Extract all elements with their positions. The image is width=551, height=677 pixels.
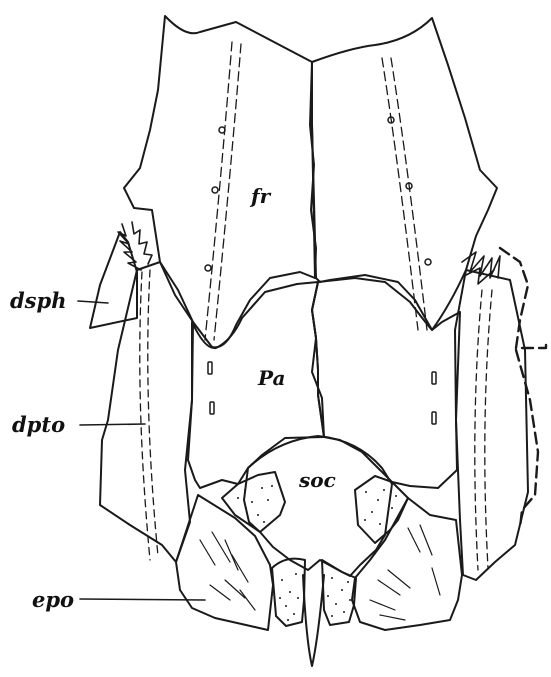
dsph-leader-line <box>78 301 108 303</box>
right-epiotic-bone <box>352 498 462 630</box>
label-dpto: dpto <box>12 414 65 435</box>
left-dermosphenotic-bone <box>90 232 137 328</box>
left-canal-pores <box>205 127 225 271</box>
label-soc: soc <box>299 470 336 490</box>
left-frontal-canal <box>205 42 241 340</box>
label-epo: epo <box>32 589 74 610</box>
epo-leader-line <box>80 599 205 600</box>
right-dermosphenotic-suture <box>462 252 500 284</box>
supraoccipital-bone <box>244 436 392 576</box>
label-fr: fr <box>251 186 270 206</box>
left-exoccipital-bone <box>222 472 285 532</box>
label-dsph: dsph <box>10 290 66 311</box>
occipital-spine <box>303 575 324 666</box>
right-occipital-plate <box>322 560 356 625</box>
left-occipital-plate <box>272 559 305 626</box>
left-dermosphenotic-suture <box>118 222 152 270</box>
right-restored-outline <box>500 248 546 528</box>
right-sensory-canal <box>475 290 492 570</box>
right-exoccipital-bone <box>355 476 408 543</box>
left-sensory-canal <box>140 270 158 560</box>
dpto-leader-line <box>80 424 145 425</box>
left-parietal-bone <box>188 282 324 488</box>
label-pa: Pa <box>258 368 285 388</box>
left-epiotic-ridges <box>200 532 255 610</box>
right-frontal-bone <box>312 18 497 330</box>
right-dermopterotic-bone <box>455 270 528 580</box>
right-parietal-bone <box>312 278 460 488</box>
